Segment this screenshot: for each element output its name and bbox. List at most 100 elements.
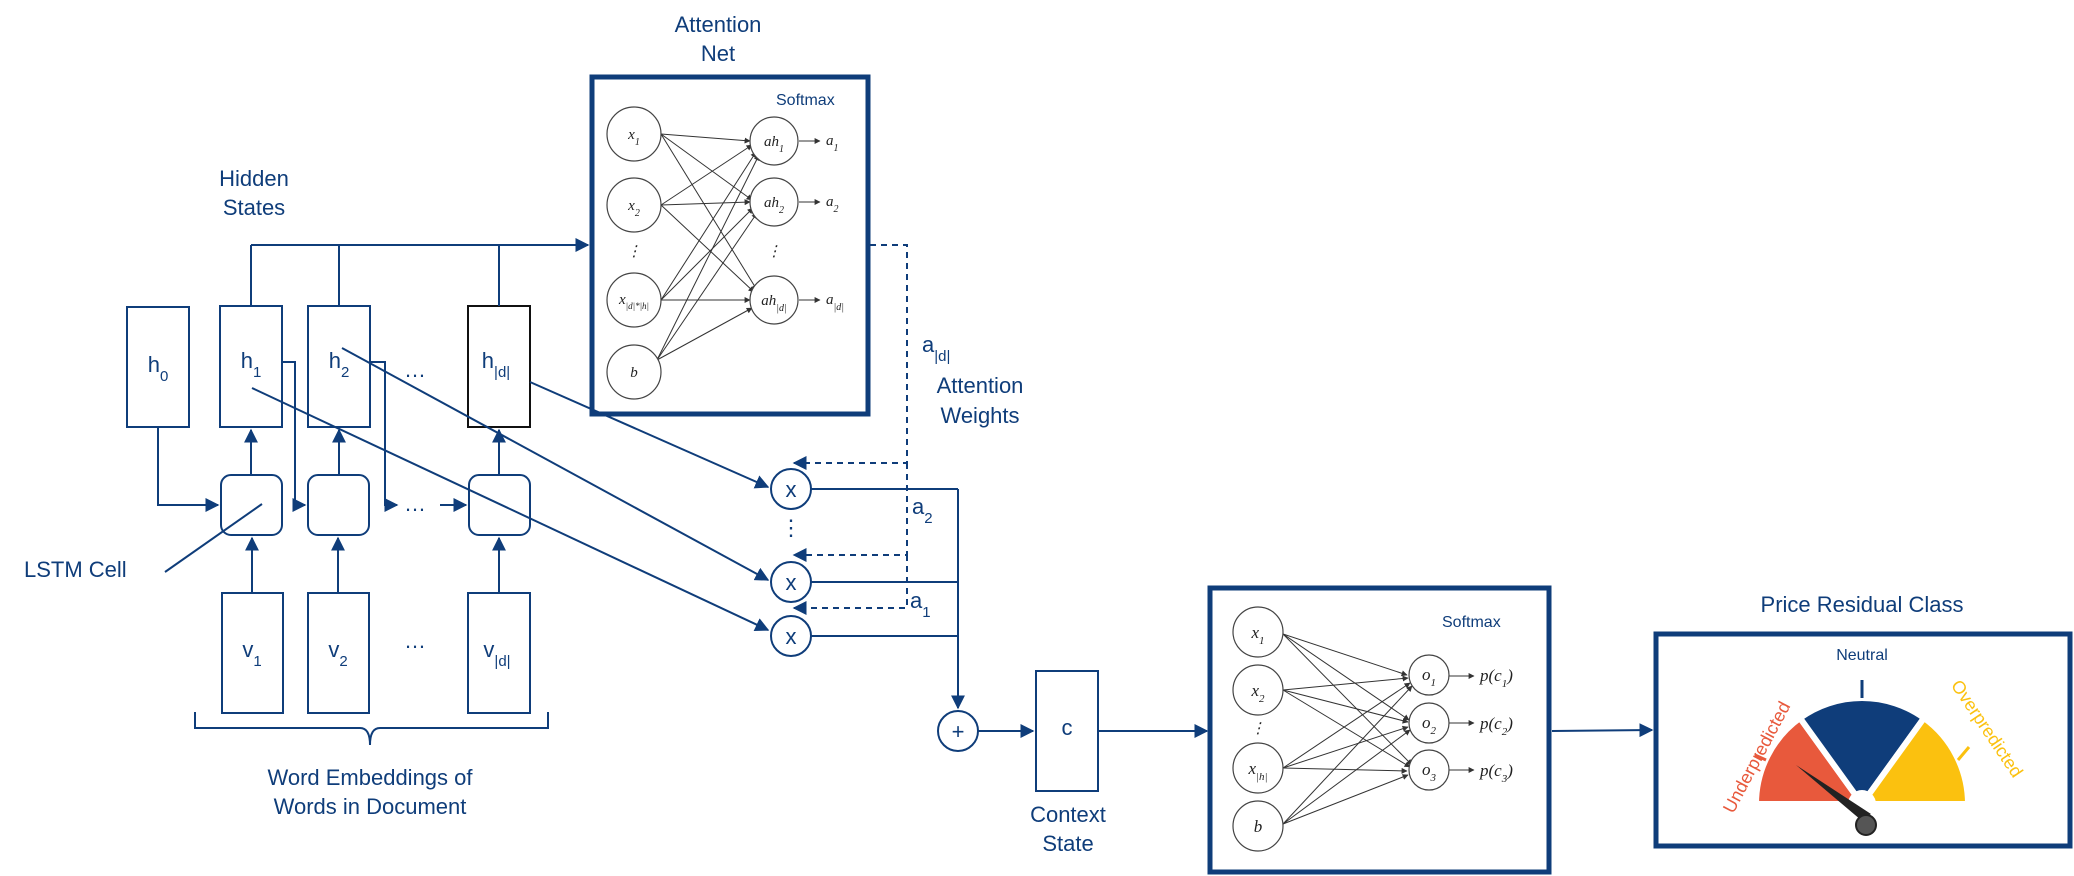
svg-text:x: x [786, 624, 797, 649]
attention-output-vdots: ⋮ [767, 244, 782, 260]
hidden-state-h2: h2 [307, 305, 371, 428]
svg-text:ah2: ah2 [764, 195, 784, 216]
embeddings-label-line1: Word Embeddings of [267, 765, 473, 790]
svg-text:x2: x2 [627, 198, 640, 219]
hidden-state-h0: h0 [126, 306, 190, 428]
price-residual-gauge: Neutral Underpredicted Overpredicted [1653, 631, 2073, 849]
embedding-v2: v2 [307, 592, 370, 714]
gauge-label-neutral: Neutral [1836, 647, 1888, 664]
gauge-hub [1855, 814, 1877, 836]
gauge-segment-underpredicted [1752, 713, 1868, 807]
svg-text:+: + [952, 719, 965, 744]
svg-text:b: b [630, 365, 638, 381]
lstm-cell-2 [307, 474, 370, 536]
classifier-input-node [1232, 664, 1284, 716]
gauge-segment-overpredicted [1856, 713, 1972, 807]
lstm-cell-label: LSTM Cell [24, 557, 127, 582]
svg-text:ah|d|: ah|d| [761, 293, 787, 314]
multiply-vdots: ⋮ [780, 515, 802, 540]
hidden-state-hd: h|d| [467, 305, 531, 428]
svg-text:x1: x1 [627, 127, 640, 148]
classifier-softmax-label: Softmax [1442, 614, 1501, 631]
svg-text:x: x [786, 570, 797, 595]
svg-text:h|d|: h|d| [482, 348, 510, 381]
context-state-box: c [1035, 670, 1099, 792]
attention-net: Softmax x1 x2 ⋮ x|d|*|h| b [589, 74, 871, 417]
svg-text:a2: a2 [826, 194, 839, 215]
svg-text:v|d|: v|d| [483, 637, 510, 670]
lstm-cell-1 [220, 474, 283, 536]
attention-weights-label-line2: Weights [940, 403, 1019, 428]
lstm-cell-pointer [164, 503, 263, 573]
embedding-v1: v1 [221, 592, 284, 714]
svg-text:o2: o2 [1422, 713, 1437, 737]
embedding-ellipsis: … [404, 628, 426, 653]
lstm-ellipsis: … [404, 491, 426, 516]
svg-text:o3: o3 [1422, 760, 1437, 784]
embedding-brace [194, 712, 549, 746]
svg-text:o1: o1 [1422, 665, 1436, 689]
svg-text:v2: v2 [328, 637, 347, 670]
attention-input-node [606, 272, 662, 328]
attention-net-edges [656, 133, 821, 361]
hidden-ellipsis: … [404, 357, 426, 382]
attention-bias-node [606, 344, 662, 400]
attention-input-node [606, 177, 662, 233]
svg-text:b: b [1254, 817, 1263, 836]
attention-weights-label-line1: Attention [937, 373, 1024, 398]
hidden-to-multiply [251, 347, 770, 631]
hidden-states-label-line2: States [223, 195, 285, 220]
svg-text:x|h|: x|h| [1247, 759, 1267, 783]
embedding-vd: v|d| [467, 592, 531, 714]
context-state-label-line1: Context [1030, 802, 1106, 827]
svg-text:x2: x2 [1250, 681, 1265, 705]
multiply-node: x [770, 615, 812, 657]
classifier-output-node [1408, 749, 1450, 791]
attention-softmax-label: Softmax [776, 92, 835, 109]
svg-text:p(c2): p(c2) [1479, 714, 1513, 738]
attention-output-node [749, 116, 799, 166]
attention-net-label-line2: Net [701, 41, 735, 66]
svg-text:a|d|: a|d| [826, 292, 844, 313]
classifier-input-node [1232, 606, 1284, 658]
classifier-to-gauge [1551, 723, 1654, 738]
price-residual-class-label: Price Residual Class [1761, 592, 1964, 617]
weight-label-a2: a2 [912, 494, 933, 527]
lstm-connections [157, 238, 590, 592]
svg-text:x: x [786, 477, 797, 502]
svg-text:h1: h1 [241, 348, 262, 381]
svg-text:h0: h0 [148, 352, 169, 385]
attention-net-label-line1: Attention [675, 12, 762, 37]
weight-label-a1: a1 [910, 588, 931, 621]
hidden-state-h1: h1 [219, 305, 283, 428]
embeddings-label-line2: Words in Document [274, 794, 467, 819]
classifier-input-vdots: ⋮ [1251, 721, 1266, 737]
svg-text:p(c3): p(c3) [1479, 761, 1513, 785]
svg-text:ah1: ah1 [764, 134, 784, 155]
context-state-label-line2: State [1042, 831, 1093, 856]
multiply-node: x [770, 468, 812, 510]
svg-text:v1: v1 [242, 637, 261, 670]
classifier-net: Softmax x1 x2 ⋮ x|h| b o1 p(c1) [1207, 585, 1552, 875]
sum-node: + [937, 710, 979, 752]
svg-text:x|d|*|h|: x|d|*|h| [618, 292, 649, 311]
attention-output-node [749, 275, 799, 325]
multiply-to-sum [811, 488, 965, 710]
attention-input-vdots: ⋮ [627, 244, 642, 260]
classifier-output-node [1408, 702, 1450, 744]
svg-text:a1: a1 [826, 133, 839, 154]
svg-text:c: c [1062, 715, 1073, 740]
attention-input-node [606, 106, 662, 162]
svg-text:h2: h2 [329, 348, 350, 381]
classifier-output-node [1408, 654, 1450, 696]
weight-label-ad: a|d| [922, 332, 950, 365]
multiply-node: x [770, 561, 812, 603]
gauge-needle [1796, 765, 1871, 820]
classifier-bias-node [1232, 800, 1284, 852]
svg-text:x1: x1 [1250, 623, 1264, 647]
attention-weight-feed [792, 244, 908, 615]
attention-output-node [749, 177, 799, 227]
hidden-states-label-line1: Hidden [219, 166, 289, 191]
classifier-input-node [1232, 742, 1284, 794]
